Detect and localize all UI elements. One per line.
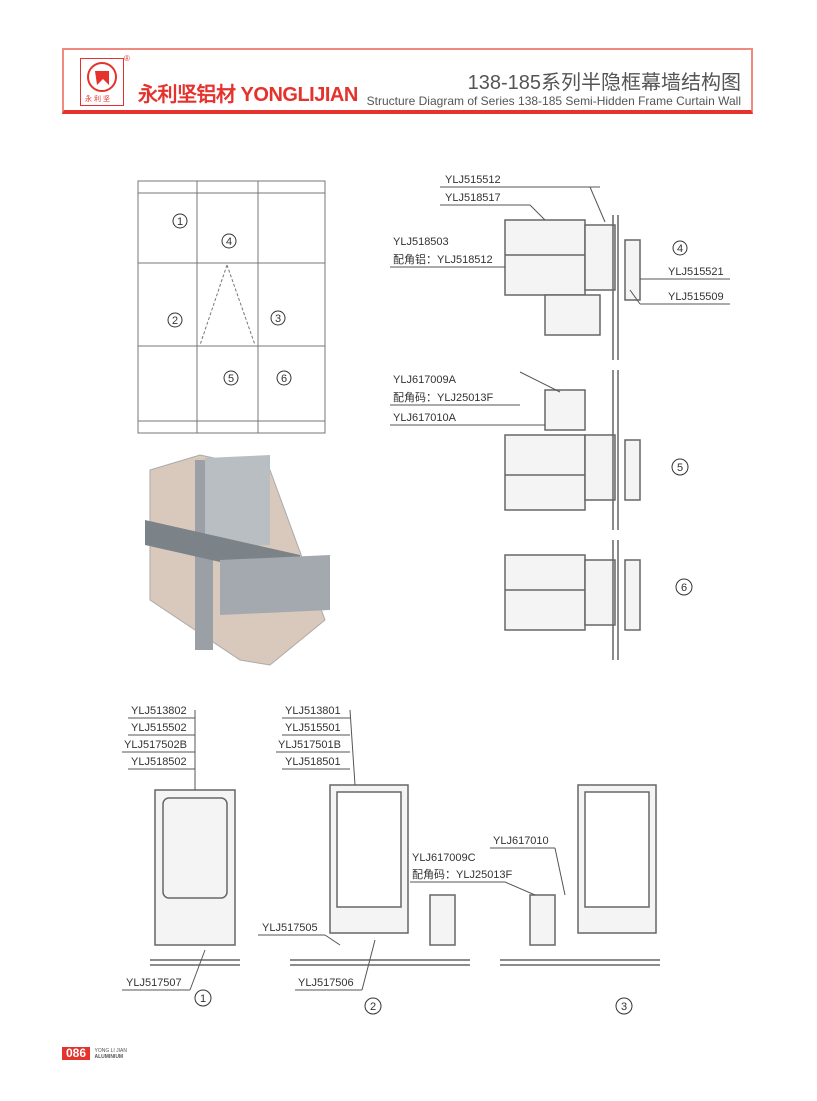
horizontal-section-profiles <box>150 784 660 966</box>
elevation-markers: 1 2 3 4 5 6 <box>167 213 292 386</box>
vertical-section-profiles <box>504 215 641 660</box>
diagram-label: 5 <box>228 373 234 385</box>
diagram-label: 6 <box>681 582 687 594</box>
page-number: 086 <box>62 1047 91 1061</box>
diagram-label: YLJ617010 <box>493 835 549 847</box>
diagram-label: 配角铝：YLJ518512 <box>393 252 493 266</box>
page-title-en: Structure Diagram of Series 138-185 Semi… <box>366 94 741 108</box>
page-title-cn: 138-185系列半隐框幕墙结构图 <box>467 72 741 94</box>
diagram-label: YLJ513801 <box>285 705 341 717</box>
diagram-label: YLJ517501B <box>278 739 341 751</box>
diagram-label: YLJ517505 <box>262 922 318 934</box>
diagram-label: YLJ517506 <box>298 977 354 989</box>
diagram-label: 6 <box>281 373 287 385</box>
diagram-label: YLJ518517 <box>445 192 501 204</box>
diagram-label: 1 <box>200 993 206 1005</box>
diagram-label: 4 <box>677 243 683 255</box>
diagram-label: 5 <box>677 462 683 474</box>
diagram-label: YLJ515509 <box>668 291 724 303</box>
diagram-label: YLJ517502B <box>124 739 187 751</box>
brand-name: 永利坚铝材 YONGLIJIAN <box>138 84 358 106</box>
diagram-label: YLJ518503 <box>393 236 449 248</box>
diagram-label: 4 <box>226 236 232 248</box>
diagram-label: YLJ517507 <box>126 977 182 989</box>
page-header: 永利坚 ® 永利坚铝材 YONGLIJIAN 138-185系列半隐框幕墙结构图… <box>62 48 753 114</box>
vertical-section-labels: YLJ515512 YLJ518517 YLJ518503 配角铝：YLJ518… <box>390 174 730 596</box>
diagram-label: YLJ518502 <box>131 756 187 768</box>
diagram-label: 配角码：YLJ25013F <box>393 391 494 404</box>
diagram-label: YLJ617009C <box>412 852 476 864</box>
diagram-label: 2 <box>370 1001 376 1013</box>
diagram-label: YLJ515512 <box>445 174 501 186</box>
diagram-label: YLJ617009A <box>393 374 457 386</box>
diagram-label: YLJ515502 <box>131 722 187 734</box>
brand-logo: 永利坚 <box>80 58 124 106</box>
diagram-label: 配角码：YLJ25013F <box>412 868 513 881</box>
diagram-label: 3 <box>621 1001 627 1013</box>
diagram-label: YLJ515501 <box>285 722 341 734</box>
diagram-label: YLJ515521 <box>668 266 724 278</box>
elevation-grid <box>137 180 326 434</box>
diagram-label: YLJ513802 <box>131 705 187 717</box>
diagram-label: 3 <box>275 313 281 325</box>
registered-mark: ® <box>124 54 130 63</box>
diagram-label: 2 <box>172 315 178 327</box>
3d-render <box>145 454 330 666</box>
horizontal-section-labels: YLJ513802 YLJ515502 YLJ517502B YLJ518502… <box>122 705 633 1015</box>
diagram-label: 1 <box>177 216 183 228</box>
diagram-label: YLJ518501 <box>285 756 341 768</box>
diagram-label: YLJ617010A <box>393 412 457 424</box>
